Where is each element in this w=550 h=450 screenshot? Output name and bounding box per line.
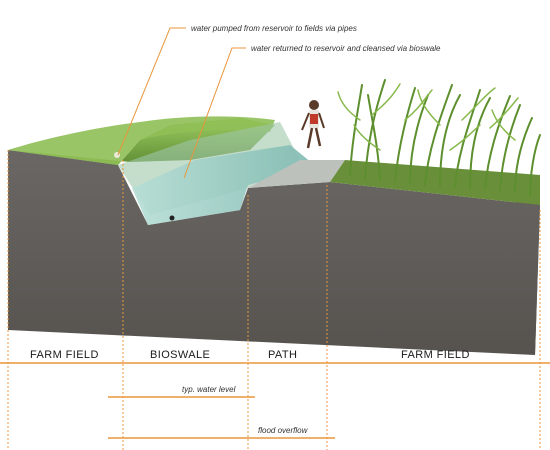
- zone-label-farm-field-right: FARM FIELD: [401, 349, 470, 361]
- zone-dividers: [7, 150, 541, 450]
- right-field-crops: [349, 79, 541, 197]
- zone-label-path: PATH: [268, 349, 297, 361]
- path-surface: [248, 160, 345, 188]
- zone-label-farm-field-left: FARM FIELD: [30, 349, 99, 361]
- earth-block-front: [8, 150, 540, 355]
- left-field-grass-back: [8, 116, 275, 165]
- annotation-pumped: water pumped from reservoir to fields vi…: [191, 24, 357, 33]
- pipe-outlet: [169, 215, 175, 221]
- returned-leader-line: [183, 47, 246, 179]
- zone-label-bioswale: BIOSWALE: [150, 349, 210, 361]
- flood-overflow-label: flood overflow: [258, 426, 309, 435]
- annotation-returned: water returned to reservoir and cleansed…: [251, 44, 441, 53]
- swale-water: [132, 145, 318, 225]
- typ-water-level-label: typ. water level: [182, 385, 236, 394]
- right-field-leaves: [337, 83, 519, 151]
- person-figure: [301, 100, 325, 149]
- pumped-leader-line: [117, 27, 186, 156]
